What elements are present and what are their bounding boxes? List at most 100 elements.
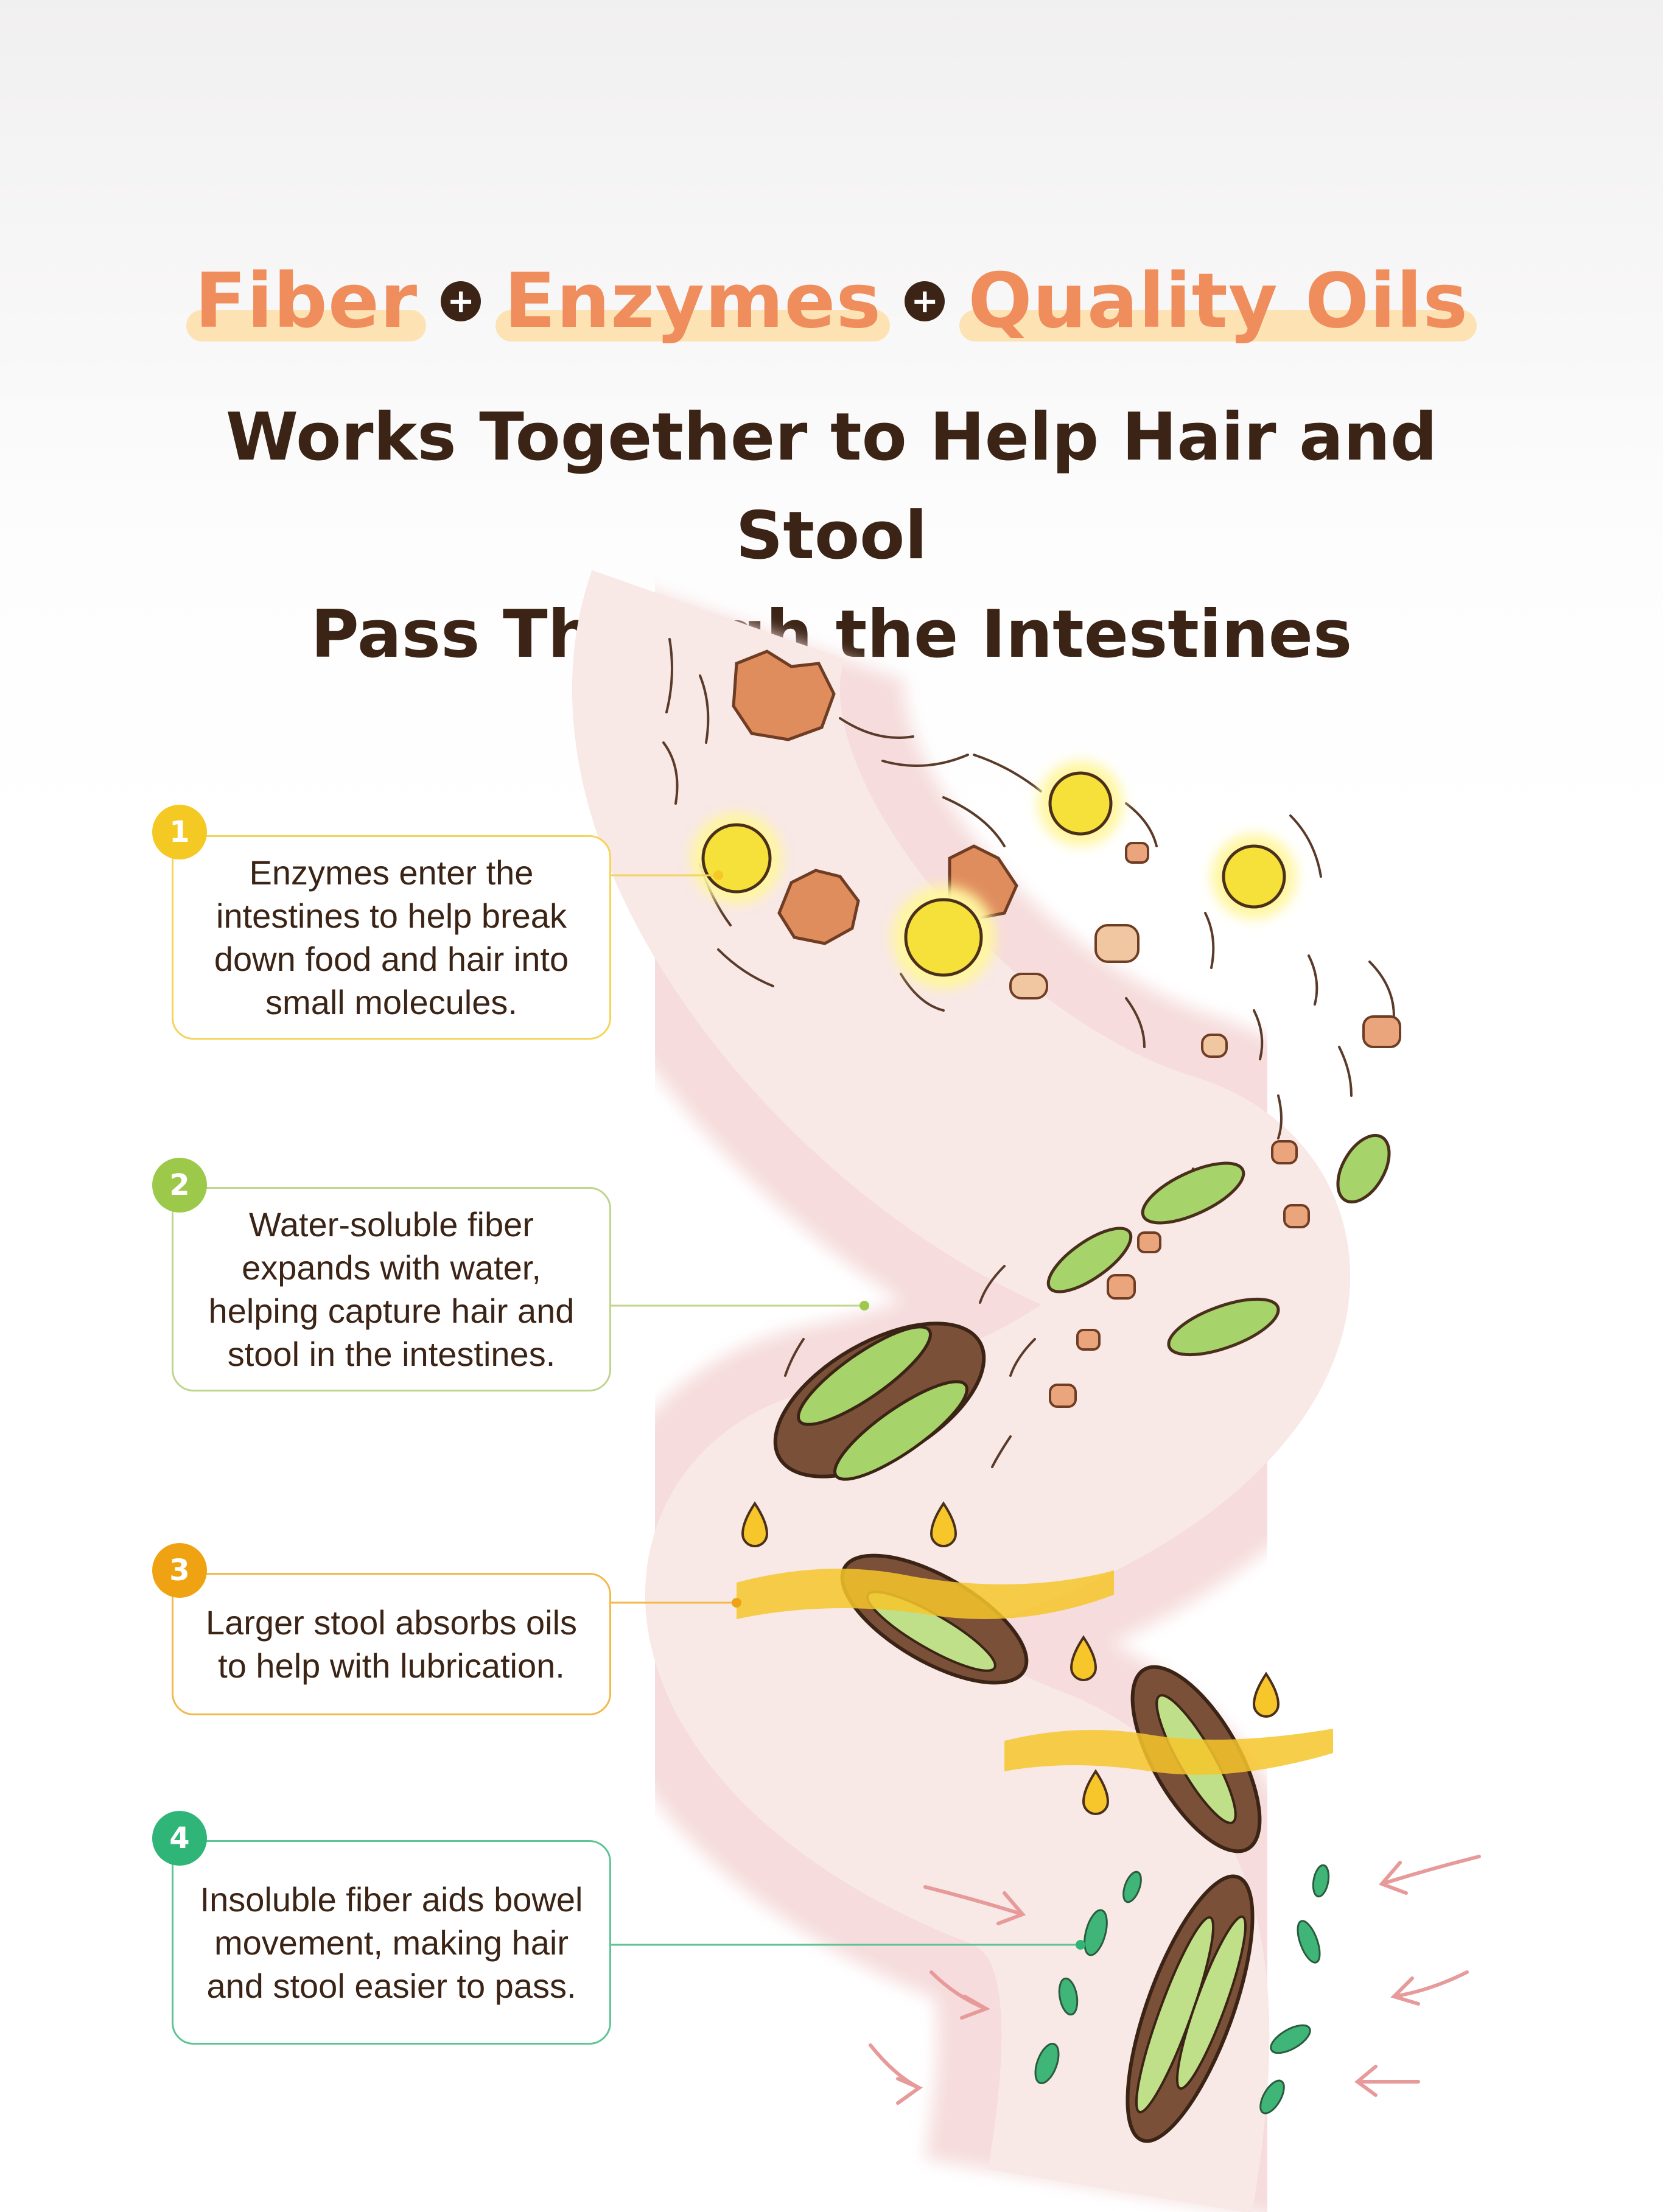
plus-icon: + — [905, 281, 945, 321]
leaf-icon — [1312, 1864, 1330, 1898]
hair-strand-icon — [1308, 954, 1318, 1006]
enzyme-icon — [1222, 844, 1286, 909]
hair-strand-icon — [979, 1265, 1006, 1304]
step-text-4: Insoluble fiber aids bowel movement, mak… — [200, 1880, 583, 2005]
leaf-icon — [1084, 1909, 1108, 1956]
enzyme-icon — [701, 823, 772, 894]
arrow-icon — [1354, 2065, 1420, 2097]
oil-drop-icon — [741, 1501, 769, 1547]
leaf-icon — [1122, 1871, 1142, 1903]
step-text-3: Larger stool absorbs oils to help with l… — [205, 1603, 578, 1685]
food-particle-icon — [1283, 1204, 1310, 1228]
fiber-icon — [1141, 1161, 1245, 1225]
keyword-enzymes: Enzymes — [495, 257, 891, 345]
step-card-1: Enzymes enter the intestines to help bre… — [172, 835, 611, 1040]
leaf-icon — [1259, 2079, 1285, 2115]
intestine-tube — [508, 549, 1414, 2212]
subtitle-line-1: Works Together to Help Hair and Stool — [225, 399, 1438, 574]
arrow-icon — [923, 1885, 1026, 1925]
hair-strand-icon — [1009, 1338, 1036, 1377]
keyword-text: Fiber — [194, 257, 418, 345]
food-particle-icon — [1362, 1015, 1401, 1048]
hair-strand-icon — [1289, 814, 1322, 878]
fiber-icon — [1167, 1297, 1280, 1357]
food-particle-icon — [1107, 1274, 1136, 1300]
arrow-icon — [1378, 1855, 1481, 1895]
hair-strand-icon — [1125, 802, 1158, 847]
food-particle-icon — [1201, 1034, 1228, 1058]
keyword-text: Enzymes — [504, 257, 882, 345]
arrow-icon — [1390, 1970, 1469, 2006]
fiber-icon — [1046, 1227, 1133, 1293]
hair-strand-icon — [839, 717, 914, 739]
hair-strand-icon — [717, 948, 774, 987]
step-badge-1: 1 — [152, 805, 207, 859]
headline: Fiber + Enzymes + Quality Oils — [0, 240, 1663, 362]
oil-drop-icon — [930, 1501, 958, 1547]
hair-strand-icon — [991, 1435, 1012, 1468]
hair-strand-icon — [1338, 1046, 1353, 1097]
oil-drop-icon — [1082, 1769, 1110, 1815]
hair-strand-icon — [662, 741, 679, 805]
keyword-quality-oils: Quality Oils — [959, 257, 1477, 345]
insoluble-fiber — [1034, 1864, 1330, 2115]
step-text-1: Enzymes enter the intestines to help bre… — [214, 853, 569, 1021]
keyword-highlight — [495, 310, 891, 341]
fiber-icon — [1336, 1133, 1391, 1204]
hair-strand-icon — [665, 638, 673, 713]
food-particle-icon — [1094, 924, 1140, 963]
hair-strand-icon — [881, 754, 969, 767]
food-particle-icon — [777, 869, 860, 945]
step-card-3: Larger stool absorbs oils to help with l… — [172, 1573, 611, 1715]
step-card-4: Insoluble fiber aids bowel movement, mak… — [172, 1840, 611, 2045]
keyword-highlight — [959, 310, 1477, 341]
food-particles — [732, 649, 1401, 1408]
food-particle-icon — [1137, 1231, 1161, 1253]
connector-dot — [1076, 1940, 1085, 1950]
hair-strand-icon — [1368, 961, 1395, 1018]
leaf-icon — [1058, 1977, 1079, 2016]
hair-strand-icon — [900, 973, 945, 1012]
connector-dot — [732, 1598, 741, 1608]
arrow-icon — [869, 2043, 923, 2105]
oils — [737, 1501, 1333, 1815]
connectors — [611, 870, 1085, 1950]
soluble-fiber — [1046, 1133, 1391, 1357]
keyword-highlight — [186, 310, 427, 341]
plus-icon: + — [441, 281, 481, 321]
hair-strand-icon — [1253, 1009, 1264, 1060]
step-badge-3: 3 — [152, 1543, 207, 1598]
food-particle-icon — [732, 649, 836, 741]
oil-pool — [737, 1569, 1114, 1619]
oil-drop-icon — [1070, 1635, 1098, 1681]
intestine-lumen — [572, 570, 1350, 2212]
leaf-icon — [1270, 2024, 1311, 2054]
keyword-text: Quality Oils — [968, 257, 1469, 345]
leaf-icon — [1034, 2043, 1060, 2084]
step-badge-2: 2 — [152, 1158, 207, 1213]
oil-pool — [1004, 1729, 1333, 1775]
step-text-2: Water-soluble fiber expands with water, … — [208, 1205, 575, 1373]
enzyme-icon — [1048, 771, 1113, 836]
hair-strand-icon — [1125, 997, 1146, 1048]
stool-icon — [1126, 1874, 1255, 2143]
step-card-2: Water-soluble fiber expands with water, … — [172, 1187, 611, 1391]
food-particle-icon — [1125, 842, 1149, 864]
hair-strand-icon — [699, 674, 710, 744]
hair-strand-icon — [784, 1338, 805, 1377]
arrow-icon — [930, 1970, 991, 2020]
keyword-fiber: Fiber — [186, 257, 427, 345]
food-particle-icon — [1009, 973, 1048, 999]
squeeze-arrows — [869, 1855, 1481, 2105]
hair-strand-icon — [942, 796, 1006, 847]
hair-strand-icon — [1204, 912, 1215, 969]
leaf-icon — [1297, 1920, 1321, 1964]
step-badge-4: 4 — [152, 1811, 207, 1866]
food-particle-icon — [1049, 1384, 1077, 1408]
hair-strand-icon — [973, 754, 1042, 793]
oil-drop-icon — [1252, 1671, 1280, 1718]
stool-icon — [773, 1321, 986, 1481]
connector-dot — [860, 1301, 869, 1311]
food-particle-icon — [1076, 1329, 1101, 1351]
